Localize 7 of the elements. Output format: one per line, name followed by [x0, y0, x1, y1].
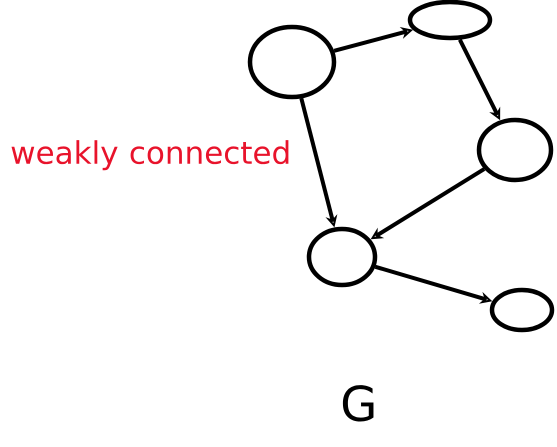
- graph-vertex: [306, 226, 378, 288]
- graph-vertex: [490, 288, 554, 332]
- graph-vertex: [248, 24, 336, 100]
- graph-vertex: [476, 118, 554, 182]
- graph-vertex: [408, 0, 492, 40]
- handwritten-note: G: [342, 385, 374, 422]
- handwritten-note: weakly connected: [12, 140, 288, 170]
